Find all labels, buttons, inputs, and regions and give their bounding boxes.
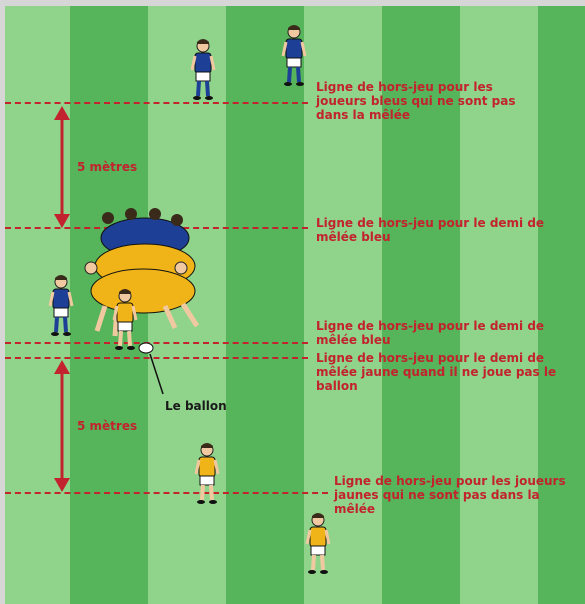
ball-pointer: [149, 353, 164, 395]
offside-line-yellow-scrumhalf: [5, 357, 308, 359]
field-stripe: [304, 6, 382, 604]
distance-label-top: 5 mètres: [77, 160, 138, 174]
distance-label-bottom: 5 mètres: [77, 419, 138, 433]
blue-player-icon: [281, 23, 307, 88]
scrum-icon: [84, 208, 200, 337]
double-arrow-icon: [54, 360, 70, 492]
label-blue-scrumhalf-offside-2: Ligne de hors-jeu pour le demi de mêlée …: [316, 319, 545, 347]
label-yellow-players-offside: Ligne de hors-jeu pour les joueurs jaune…: [334, 474, 566, 516]
offside-line-blue-scrumhalf-2: [5, 342, 308, 344]
blue-player-icon: [48, 273, 74, 338]
field-stripe: [382, 6, 460, 604]
field-stripe: [460, 6, 538, 604]
ball-icon: [138, 342, 154, 354]
offside-line-blue-players: [5, 102, 308, 104]
field-stripe: [226, 6, 304, 604]
blue-player-icon: [190, 37, 216, 102]
double-arrow-icon: [54, 106, 70, 228]
rugby-field: 5 mètres 5 mètres Ligne de hors-jeu pour…: [5, 6, 585, 604]
offside-line-yellow-players: [5, 492, 328, 494]
field-stripe: [538, 6, 585, 604]
label-blue-scrumhalf-offside: Ligne de hors-jeu pour le demi de mêlée …: [316, 216, 545, 244]
ball-label: Le ballon: [165, 399, 227, 413]
label-blue-players-offside: Ligne de hors-jeu pour les joueurs bleus…: [316, 80, 516, 122]
yellow-player-icon: [194, 441, 220, 506]
label-yellow-scrumhalf-offside: Ligne de hors-jeu pour le demi de mêlée …: [316, 351, 557, 393]
players-layer: [48, 23, 331, 576]
yellow-player-icon: [305, 511, 331, 576]
